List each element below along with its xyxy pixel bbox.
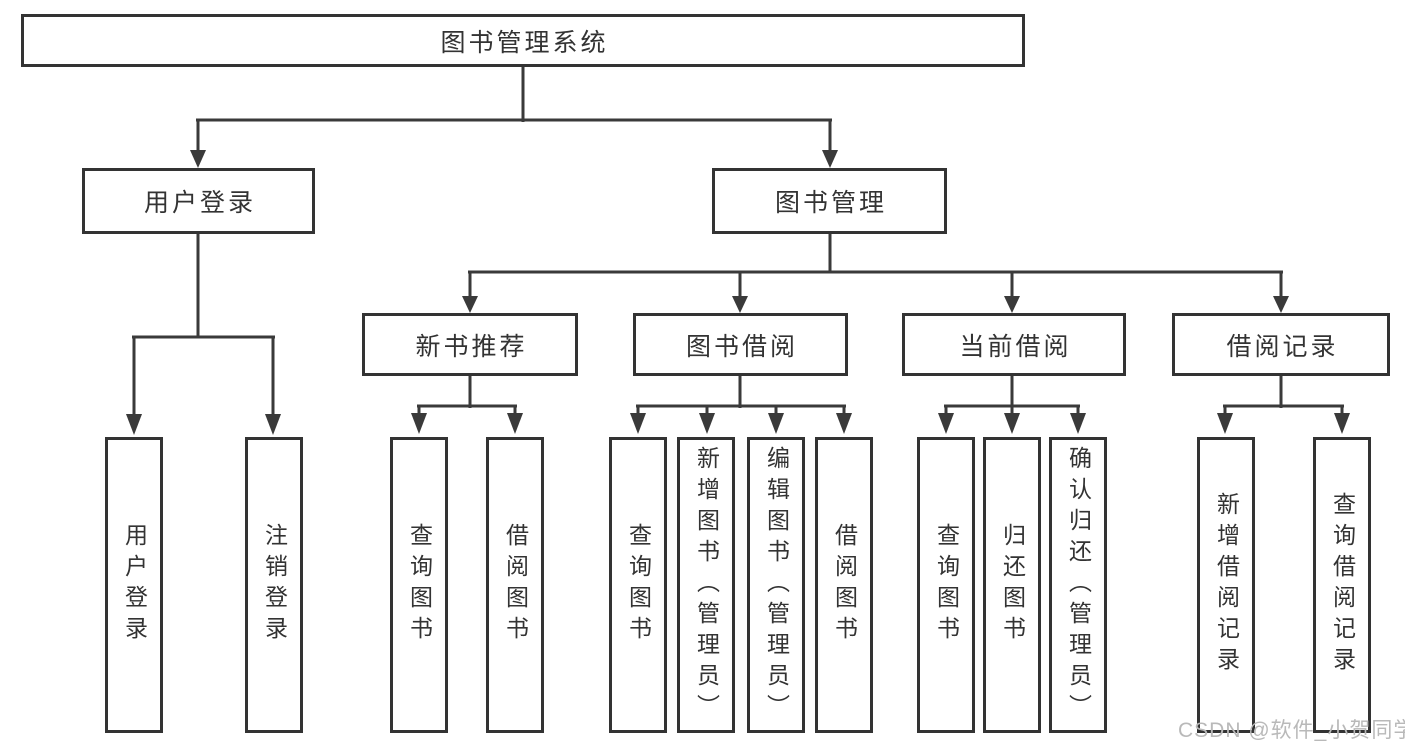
arrowhead-icon [768, 413, 784, 434]
leaf-confirm-return-admin: 确认归还（管理员） [1049, 437, 1107, 733]
node-new-book-recommend-label: 新书推荐 [415, 332, 528, 361]
leaf-logout-label: 注销登录 [261, 523, 288, 647]
arrowhead-icon [1273, 296, 1289, 313]
leaf-add-book-admin-label: 新增图书（管理员） [693, 445, 720, 725]
leaf-add-borrow-record-label: 新增借阅记录 [1213, 492, 1240, 678]
leaf-query-books-borrow-label: 查询图书 [625, 523, 652, 647]
leaf-query-books-newbook-label: 查询图书 [406, 523, 433, 647]
arrowhead-icon [822, 150, 838, 168]
arrowhead-icon [1334, 413, 1350, 434]
node-book-borrowing-label: 图书借阅 [685, 332, 798, 361]
leaf-confirm-return-admin-label: 确认归还（管理员） [1065, 445, 1092, 725]
csdn-watermark: CSDN @软件_小贺同学 [1178, 719, 1405, 742]
node-new-book-recommend: 新书推荐 [362, 313, 578, 376]
arrowhead-icon [411, 413, 427, 434]
leaf-return-books-label: 归还图书 [999, 523, 1026, 647]
leaf-return-books: 归还图书 [983, 437, 1041, 733]
arrowhead-icon [126, 414, 142, 435]
arrowhead-icon [1004, 296, 1020, 313]
arrowhead-icon [836, 413, 852, 434]
node-current-borrowing-label: 当前借阅 [959, 332, 1072, 361]
leaf-query-borrow-record-label: 查询借阅记录 [1329, 492, 1356, 678]
arrowhead-icon [1070, 413, 1086, 434]
arrowhead-icon [938, 413, 954, 434]
leaf-query-books-current-label: 查询图书 [933, 523, 960, 647]
leaf-query-books-borrow: 查询图书 [609, 437, 667, 733]
node-borrowing-records-label: 借阅记录 [1226, 332, 1339, 361]
leaf-user-login: 用户登录 [105, 437, 163, 733]
node-root: 图书管理系统 [21, 14, 1025, 67]
leaf-borrow-books-newbook-label: 借阅图书 [502, 523, 529, 647]
arrowhead-icon [265, 414, 281, 435]
node-root-label: 图书管理系统 [440, 28, 609, 57]
node-book-management: 图书管理 [712, 168, 947, 234]
leaf-edit-book-admin: 编辑图书（管理员） [747, 437, 805, 733]
node-book-borrowing: 图书借阅 [633, 313, 848, 376]
arrowhead-icon [1217, 413, 1233, 434]
arrowhead-icon [190, 150, 206, 168]
leaf-query-books-current: 查询图书 [917, 437, 975, 733]
leaf-query-borrow-record: 查询借阅记录 [1313, 437, 1371, 733]
leaf-logout: 注销登录 [245, 437, 303, 733]
node-user-login-label: 用户登录 [143, 189, 256, 217]
arrowhead-icon [507, 413, 523, 434]
arrowhead-icon [1004, 413, 1020, 434]
arrowhead-icon [699, 413, 715, 434]
leaf-borrow-books-newbook: 借阅图书 [486, 437, 544, 733]
arrowhead-icon [732, 296, 748, 313]
leaf-user-login-label: 用户登录 [121, 523, 148, 647]
leaf-edit-book-admin-label: 编辑图书（管理员） [763, 445, 790, 725]
arrowhead-icon [462, 296, 478, 313]
leaf-add-book-admin: 新增图书（管理员） [677, 437, 735, 733]
leaf-query-books-newbook: 查询图书 [390, 437, 448, 733]
node-current-borrowing: 当前借阅 [902, 313, 1126, 376]
node-borrowing-records: 借阅记录 [1172, 313, 1390, 376]
leaf-borrow-books-borrow: 借阅图书 [815, 437, 873, 733]
leaf-add-borrow-record: 新增借阅记录 [1197, 437, 1255, 733]
arrowhead-icon [630, 413, 646, 434]
node-user-login: 用户登录 [82, 168, 315, 234]
leaf-borrow-books-borrow-label: 借阅图书 [831, 523, 858, 647]
node-book-management-label: 图书管理 [774, 189, 887, 217]
